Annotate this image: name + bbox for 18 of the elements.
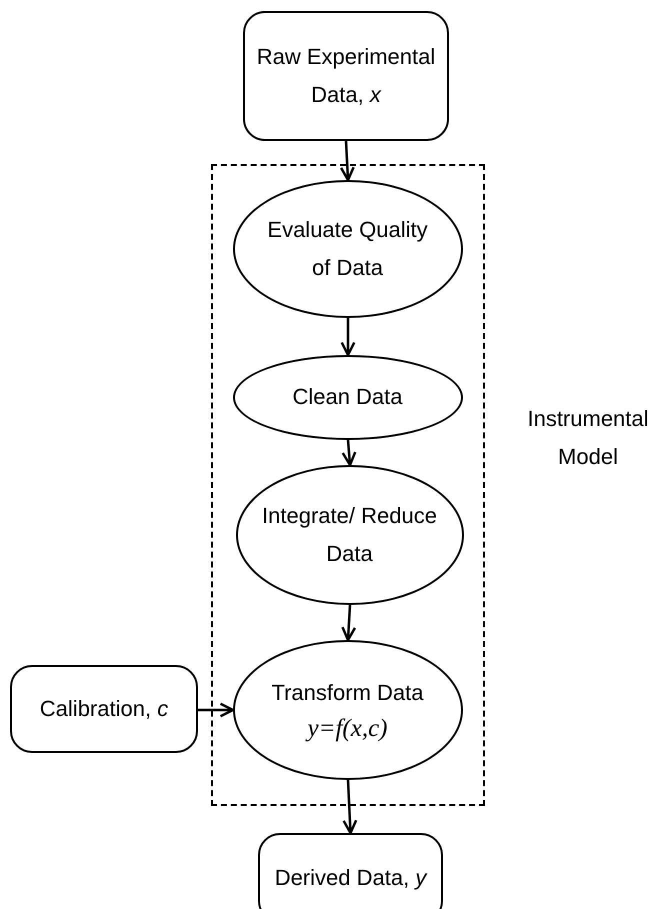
process-box [10, 665, 198, 753]
arrow [340, 140, 355, 182]
arrow [342, 780, 358, 834]
arrow [340, 318, 356, 356]
group-label: Instrumental Model [526, 405, 650, 471]
node-label: Clean Data [292, 383, 403, 411]
node-label: Evaluate Quality of Data [266, 216, 429, 282]
formula-text: y=f(x,c) [307, 714, 388, 744]
node-label: Transform Data [271, 678, 424, 706]
process-box [258, 833, 443, 909]
arrow [341, 604, 356, 642]
arrow [198, 702, 234, 718]
process-box [243, 11, 449, 141]
node-label: Raw Experimental Data, x [256, 43, 436, 109]
node-label: Calibration, c [40, 695, 168, 723]
node-label: Integrate/ Reduce Data [262, 502, 438, 568]
arrow [342, 440, 356, 466]
node-label: Derived Data, y [274, 864, 426, 892]
